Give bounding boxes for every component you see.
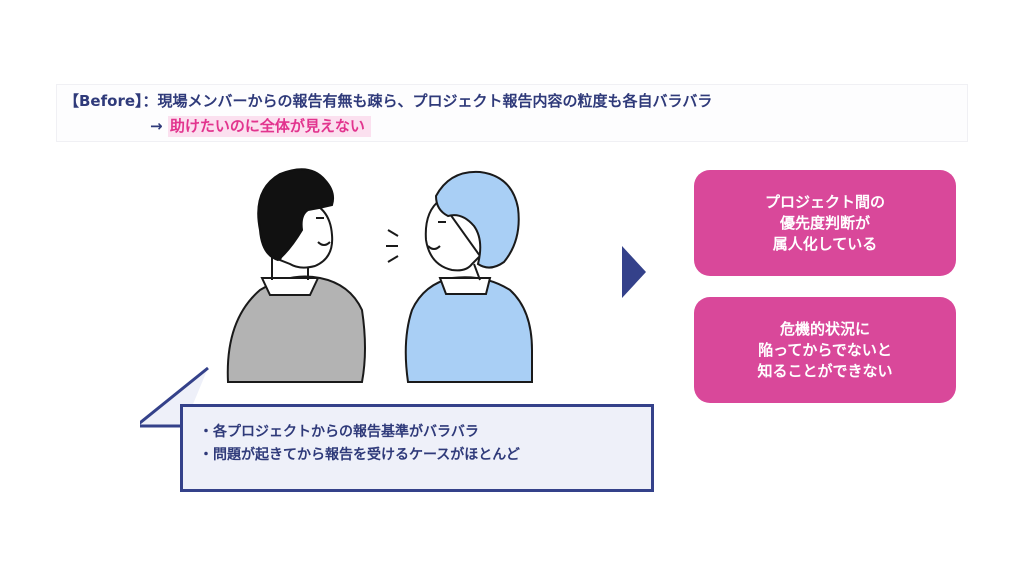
person-left-hair [257,168,335,262]
issue-card-priority: プロジェクト間の 優先度判断が 属人化している [694,170,956,276]
two-people-illustration [140,168,533,428]
card-line: 危機的状況に [779,319,870,338]
highlight-text: 助けたいのに全体が見えない [167,116,371,137]
arrow-text: → [150,117,163,135]
card-line: プロジェクト間の [764,192,885,211]
speech-lines-icon [386,229,399,263]
header-title: 【Before】：現場メンバーからの報告有無も疎ら、プロジェクト報告内容の粒度も… [64,92,713,110]
person-right-face [424,198,482,272]
speech-bubble-tail [140,366,209,428]
speech-bullet: ・各プロジェクトからの報告基準がバラバラ [199,424,479,440]
person-right [404,170,533,383]
person-right-hair [434,170,520,269]
person-left [226,168,366,383]
card-line: 知ることができない [757,361,893,380]
card-line: 属人化している [772,234,878,253]
right-triangle-icon [622,246,646,298]
person-left-shirt [226,275,366,383]
header-subtitle: → 助けたいのに全体が見えない [150,115,371,137]
issue-card-crisis: 危機的状況に 陥ってからでないと 知ることができない [694,297,956,403]
card-line: 優先度判断が [779,213,870,232]
card-line: 陥ってからでないと [758,340,892,359]
person-left-face [278,198,334,269]
speech-bullet: ・問題が起きてから報告を受けるケースがほとんど [199,447,520,463]
speech-bubble: ・各プロジェクトからの報告基準がバラバラ ・問題が起きてから報告を受けるケースが… [180,404,654,492]
